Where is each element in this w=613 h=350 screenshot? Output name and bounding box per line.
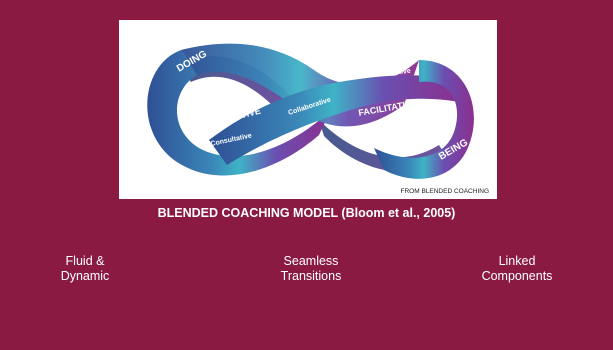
ribbon-cross-band bbox=[209, 75, 459, 165]
point-fluid-dynamic: Fluid & Dynamic bbox=[30, 254, 140, 284]
point-line: Linked bbox=[498, 254, 536, 268]
blended-coaching-figure: DOING INSTRUCTIVE Consultative Collabora… bbox=[119, 20, 497, 199]
point-line: Transitions bbox=[280, 269, 342, 283]
point-line: Dynamic bbox=[60, 269, 110, 283]
point-line: Seamless bbox=[283, 254, 339, 268]
figure-caption: BLENDED COACHING MODEL (Bloom et al., 20… bbox=[157, 206, 456, 220]
point-line: Components bbox=[481, 269, 553, 283]
ribbon-left-loop bbox=[147, 50, 331, 176]
ribbon-right-loop bbox=[374, 60, 474, 179]
infinity-ribbon-diagram: DOING INSTRUCTIVE Consultative Collabora… bbox=[147, 43, 489, 195]
point-seamless-transitions: Seamless Transitions bbox=[256, 254, 366, 284]
point-linked-components: Linked Components bbox=[462, 254, 572, 284]
figure-source-note: FROM BLENDED COACHING bbox=[401, 188, 489, 195]
point-line: Fluid & bbox=[65, 254, 105, 268]
